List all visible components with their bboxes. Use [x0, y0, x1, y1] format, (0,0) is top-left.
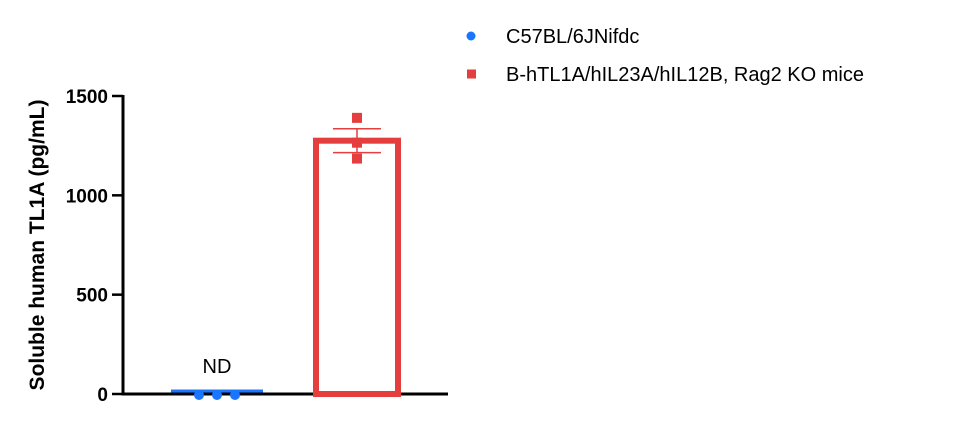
data-point	[352, 153, 362, 164]
legend-entry: B-hTL1A/hIL23A/hIL12B, Rag2 KO mice	[467, 64, 864, 86]
legend-marker	[467, 69, 476, 79]
y-tick-label: 500	[76, 286, 108, 307]
data-point	[230, 390, 240, 400]
legend-label: B-hTL1A/hIL23A/hIL12B, Rag2 KO mice	[506, 64, 864, 86]
annotation-label: ND	[203, 356, 232, 378]
series-0: ND	[171, 356, 263, 400]
legend-label: C57BL/6JNifdc	[506, 26, 639, 48]
y-tick-label: 1500	[66, 87, 108, 108]
data-point	[194, 390, 204, 400]
data-point	[352, 137, 362, 148]
data-point	[212, 390, 222, 400]
bar	[313, 137, 401, 397]
y-axis: 0 500 1000 1500	[66, 87, 448, 406]
data-point	[352, 112, 362, 123]
y-tick-label: 0	[97, 385, 108, 406]
legend-entry: C57BL/6JNifdc	[466, 26, 639, 48]
y-tick-label: 1000	[66, 186, 108, 207]
y-axis-label: Soluble human TL1A (pg/mL)	[26, 100, 49, 391]
legend-marker	[466, 31, 476, 41]
series-1	[313, 112, 401, 397]
